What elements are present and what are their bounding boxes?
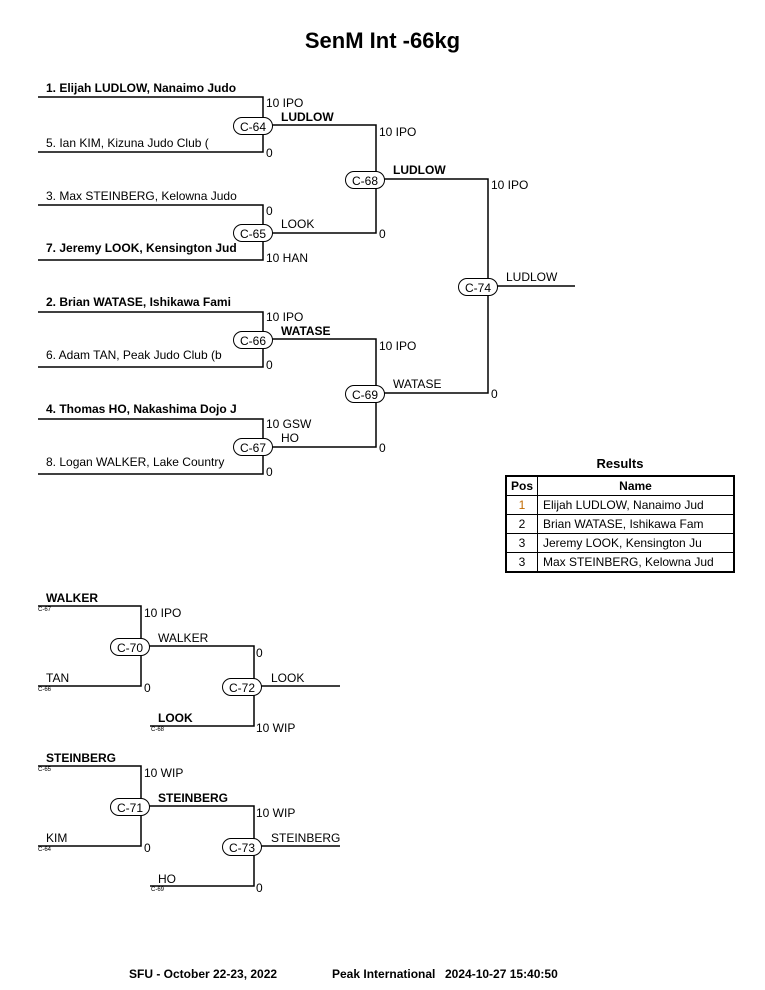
winner-c68: LUDLOW [393,163,446,177]
winner-c64: LUDLOW [281,110,334,124]
results-pos: 3 [505,533,538,553]
winner-c74: LUDLOW [506,270,558,284]
rep-c70-bottom-name: TAN [46,671,70,685]
results-row: 1 Elijah LUDLOW, Nanaimo Jud [505,495,735,515]
results-header-pos: Pos [505,475,538,496]
rep-c72-bottom-name: LOOK [158,711,193,725]
contest-c69-badge: C-69 [345,385,385,403]
results-row: 3 Max STEINBERG, Kelowna Jud [505,552,735,573]
results-pos: 1 [505,495,538,515]
rep-c72-winner: LOOK [271,671,305,685]
winner-c66: WATASE [281,324,331,338]
rep-c71-bottom-from: C-64 [38,847,52,853]
score-c68-top: 10 IPO [379,125,417,139]
winner-c69: WATASE [393,377,442,391]
score-c69-bottom: 0 [379,441,386,455]
footer-timestamp: 2024-10-27 15:40:50 [445,967,558,981]
competitor-2: 2. Brian WATASE, Ishikawa Fami [46,295,231,309]
results-name: Brian WATASE, Ishikawa Fam [537,514,735,534]
contest-c65-badge: C-65 [233,224,273,242]
rep-c70-bottom-from: C-66 [38,687,52,693]
page-title: SenM Int -66kg [304,28,461,53]
rep-c72-bottom-score: 10 WIP [256,721,296,735]
rep-c73-winner: STEINBERG [271,831,341,845]
competitor-6: 6. Adam TAN, Peak Judo Club (b [46,348,222,362]
results-row: 2 Brian WATASE, Ishikawa Fam [505,514,735,534]
results-table: Pos Name 1 Elijah LUDLOW, Nanaimo Jud 2 … [505,475,735,573]
rep-c70-top-from: C-67 [38,607,52,613]
rep-c73-bottom-score: 0 [256,881,263,895]
results-row: 3 Jeremy LOOK, Kensington Ju [505,533,735,553]
score-c66-bottom: 0 [266,358,273,372]
rep-c72-bottom-from: C-68 [151,727,165,733]
results-name: Max STEINBERG, Kelowna Jud [537,552,735,573]
contest-c64-badge: C-64 [233,117,273,135]
rep-c71-bottom-name: KIM [46,831,68,845]
rep-c71-top-from: C-65 [38,767,52,773]
contest-c72-badge: C-72 [222,678,262,696]
competitor-3: 3. Max STEINBERG, Kelowna Judo [46,189,237,203]
rep-c71-winner: STEINBERG [158,791,229,805]
results-name: Elijah LUDLOW, Nanaimo Jud [537,495,735,515]
results-pos: 2 [505,514,538,534]
score-c74-bottom: 0 [491,387,498,401]
rep-c71-top-name: STEINBERG [46,751,117,765]
contest-c68-badge: C-68 [345,171,385,189]
footer-venue: SFU - October 22-23, 2022 [129,967,278,981]
rep-c71-bottom-score: 0 [144,841,151,855]
results-title: Results [596,456,644,471]
score-c74-top: 10 IPO [491,178,529,192]
rep-c70-bottom-score: 0 [144,681,151,695]
contest-c73-badge: C-73 [222,838,262,856]
results-pos: 3 [505,552,538,573]
contest-c66-badge: C-66 [233,331,273,349]
score-c64-top: 10 IPO [266,96,304,110]
rep-c73-bottom-from: C-69 [151,887,165,893]
rep-c72-top-score: 0 [256,646,263,660]
rep-c70-top-score: 10 IPO [144,606,182,620]
competitor-7: 7. Jeremy LOOK, Kensington Jud [46,241,237,255]
score-c68-bottom: 0 [379,227,386,241]
score-c65-top: 0 [266,204,273,218]
rep-c70-top-name: WALKER [46,591,98,605]
score-c66-top: 10 IPO [266,310,304,324]
competitor-4: 4. Thomas HO, Nakashima Dojo J [46,402,237,416]
contest-c67-badge: C-67 [233,438,273,456]
score-c69-top: 10 IPO [379,339,417,353]
score-c64-bottom: 0 [266,146,273,160]
competitor-5: 5. Ian KIM, Kizuna Judo Club ( [46,136,209,150]
score-c67-top: 10 GSW [266,417,312,431]
contest-c74-badge: C-74 [458,278,498,296]
contest-c70-badge: C-70 [110,638,150,656]
results-header-row: Pos Name [505,475,735,496]
score-c67-bottom: 0 [266,465,273,479]
rep-c73-bottom-name: HO [158,872,176,886]
competitor-1: 1. Elijah LUDLOW, Nanaimo Judo [46,81,237,95]
results-header-name: Name [537,475,735,496]
rep-c70-winner: WALKER [158,631,209,645]
winner-c65: LOOK [281,217,315,231]
winner-c67: HO [281,431,299,445]
contest-c71-badge: C-71 [110,798,150,816]
rep-c71-top-score: 10 WIP [144,766,184,780]
rep-c73-top-score: 10 WIP [256,806,296,820]
results-name: Jeremy LOOK, Kensington Ju [537,533,735,553]
score-c65-bottom: 10 HAN [266,251,309,265]
footer-event: Peak International [332,967,436,981]
competitor-8: 8. Logan WALKER, Lake Country [46,455,225,469]
